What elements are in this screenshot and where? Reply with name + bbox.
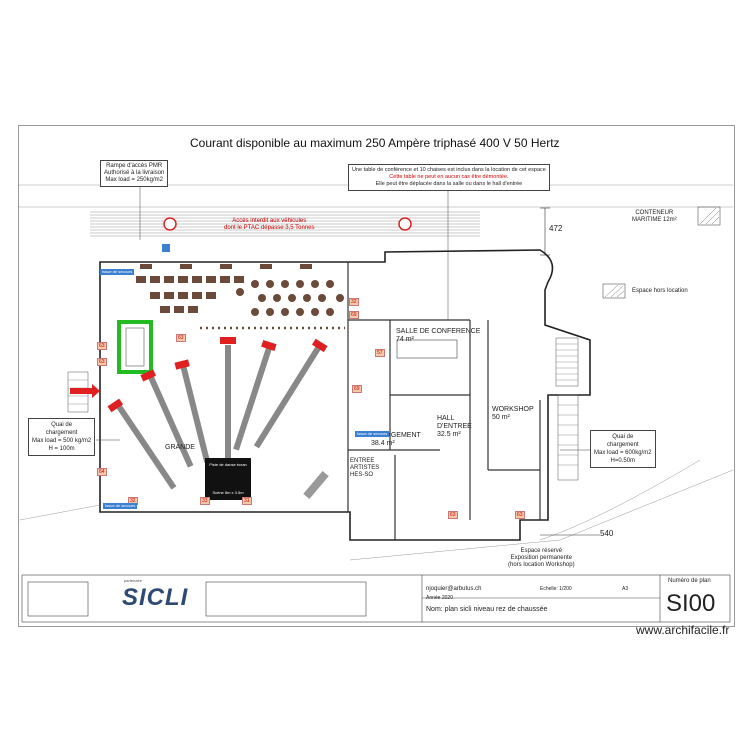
capacity-tag: 63 — [515, 511, 525, 519]
room-name: D'ENTREE — [437, 423, 472, 430]
room-degagement-label: DEGAGEMENT 38.4 m² — [371, 432, 421, 448]
title-block — [21, 574, 731, 623]
author-email: njoquier@arbutus.ch — [426, 586, 482, 592]
container-label: CONTENEUR MARITIME 12m² — [632, 210, 677, 224]
room-name: ENTREE — [350, 458, 375, 464]
quai-line: Quai de — [612, 434, 634, 440]
runway-heads — [107, 337, 328, 413]
plan-number-label: Numéro de plan — [668, 578, 711, 584]
dimension-540: 540 — [600, 529, 614, 538]
loading-dock-right-note: Quai de chargement Max load = 600kg/m2 H… — [590, 430, 656, 468]
vehicle-note-line: dont le PTAC dépasse 3,5 Tonnes — [224, 225, 315, 231]
room-area: 74 m² — [396, 336, 414, 343]
green-room — [117, 320, 153, 374]
brand-caption: partenaire — [124, 578, 143, 583]
legend-hors-location: Espace hors location — [632, 288, 688, 294]
year-label: Année 2020 — [426, 595, 453, 601]
conference-table-note: Une table de conférence et 10 chaises es… — [348, 164, 550, 191]
vehicle-note-line: Accès interdit aux véhicules — [232, 218, 307, 224]
no-entry-sign-icon — [163, 217, 177, 231]
quai-line: chargement — [45, 430, 78, 436]
quai-line: chargement — [606, 442, 639, 448]
entrance-arrow-icon — [70, 384, 100, 398]
room-area: 50 m² — [492, 414, 510, 421]
no-entry-sign-icon — [398, 217, 412, 231]
reserved-line: Espace réservé — [520, 548, 563, 554]
capacity-tag: 64 — [97, 468, 107, 476]
reserved-space-note: Espace réservé Exposition permanente (ho… — [508, 548, 575, 569]
vehicle-restriction-note: Accès interdit aux véhicules dont le PTA… — [224, 218, 315, 232]
conference-note-line: Une table de conférence et 10 chaises es… — [352, 167, 546, 173]
room-name: SALLE DE CONFERENCE — [396, 328, 481, 335]
room-name: DEGAGEMENT — [371, 432, 421, 439]
room-conference-label: SALLE DE CONFERENCE 74 m² — [396, 328, 480, 344]
ramp-note-line: Max load = 250kg/m2 — [105, 177, 163, 183]
reserved-line: (hors location Workshop) — [508, 562, 575, 568]
capacity-tag: 69 — [349, 311, 359, 319]
watermark: www.archifacile.fr — [636, 623, 730, 637]
capacity-tag: 31 — [242, 497, 252, 505]
legend-hatch — [602, 283, 626, 299]
conference-note-warning: Cette table ne peut en aucun cas être dé… — [389, 174, 509, 180]
building-outline — [99, 249, 591, 541]
conference-note-line: Elle peut être déplacée dans la salle ou… — [375, 181, 523, 187]
room-entree-label: ENTREE ARTISTES HES-SO — [350, 458, 379, 479]
accessibility-icon — [162, 244, 170, 252]
table-group-left — [136, 264, 312, 313]
capacity-tag: 69 — [352, 385, 362, 393]
landscape-lines — [19, 459, 734, 561]
room-name: WORKSHOP — [492, 406, 534, 413]
road-hatch — [90, 211, 480, 237]
page-title: Courant disponible au maximum 250 Ampère… — [190, 136, 560, 150]
quai-line: Quai de — [51, 422, 73, 428]
right-ramp — [557, 394, 579, 481]
ramp-note-line: Authorisé à la livraison — [104, 170, 165, 176]
capacity-tag: 63 — [97, 342, 107, 350]
room-area: 38.4 m² — [371, 440, 395, 447]
dimension-472: 472 — [549, 224, 563, 233]
stage — [205, 458, 251, 500]
round-tables — [236, 280, 344, 316]
runways — [115, 343, 323, 490]
container-hatch — [697, 206, 721, 226]
reserved-line: Exposition permanente — [510, 555, 572, 561]
capacity-tag: 63 — [97, 358, 107, 366]
room-name: HES-SO — [350, 472, 374, 478]
scale-label: Echelle: 1/200 — [540, 586, 572, 592]
quai-line: Max load = 500 kg/m2 — [32, 438, 92, 444]
conference-table — [396, 339, 458, 359]
plan-number: SI00 — [666, 590, 716, 617]
plan-name: Nom: plan sicli niveau rez de chaussée — [426, 606, 548, 613]
emergency-exit-tag: Issue de secours — [103, 503, 138, 509]
capacity-tag: 33 — [200, 497, 210, 505]
interior-walls — [347, 262, 541, 540]
room-name: ARTISTES — [350, 465, 380, 471]
quai-line: Max load = 600kg/m2 — [594, 450, 652, 456]
emergency-exit-tag: Issue de secours — [100, 269, 135, 275]
ramp-note-line: Rampe d'accès PMR — [106, 163, 163, 169]
room-name: HALL — [437, 415, 455, 422]
container-line: MARITIME 12m² — [632, 217, 677, 223]
format-label: A3 — [622, 586, 629, 592]
emergency-exit-tag: Issue de secours — [355, 431, 390, 437]
loading-dock-left-note: Quai de chargement Max load = 500 kg/m2 … — [28, 418, 96, 456]
quai-line: H=0.50m — [610, 458, 636, 464]
stage-bottom-label: Scène 8m x 3.5m — [212, 490, 244, 495]
ramp-note: Rampe d'accès PMR Authorisé à la livrais… — [100, 160, 169, 187]
brand-logo: SICLI — [122, 584, 189, 611]
room-hall-label: HALL D'ENTREE 32.5 m² — [437, 415, 472, 439]
capacity-tag: 32 — [349, 298, 359, 306]
capacity-tag: 57 — [375, 349, 385, 357]
side-platform — [303, 470, 329, 500]
quai-line: H = 100m — [48, 446, 75, 452]
capacity-tag: 63 — [176, 334, 186, 342]
room-workshop-label: WORKSHOP 50 m² — [492, 406, 534, 422]
room-grande-salle-label: GRANDE — [165, 444, 195, 451]
container-line: CONTENEUR — [635, 210, 674, 216]
room-area: 32.5 m² — [437, 431, 461, 438]
plan-sheet — [18, 125, 735, 627]
capacity-tag: 63 — [448, 511, 458, 519]
stage-top-label: Piste de danse écran — [209, 462, 247, 467]
